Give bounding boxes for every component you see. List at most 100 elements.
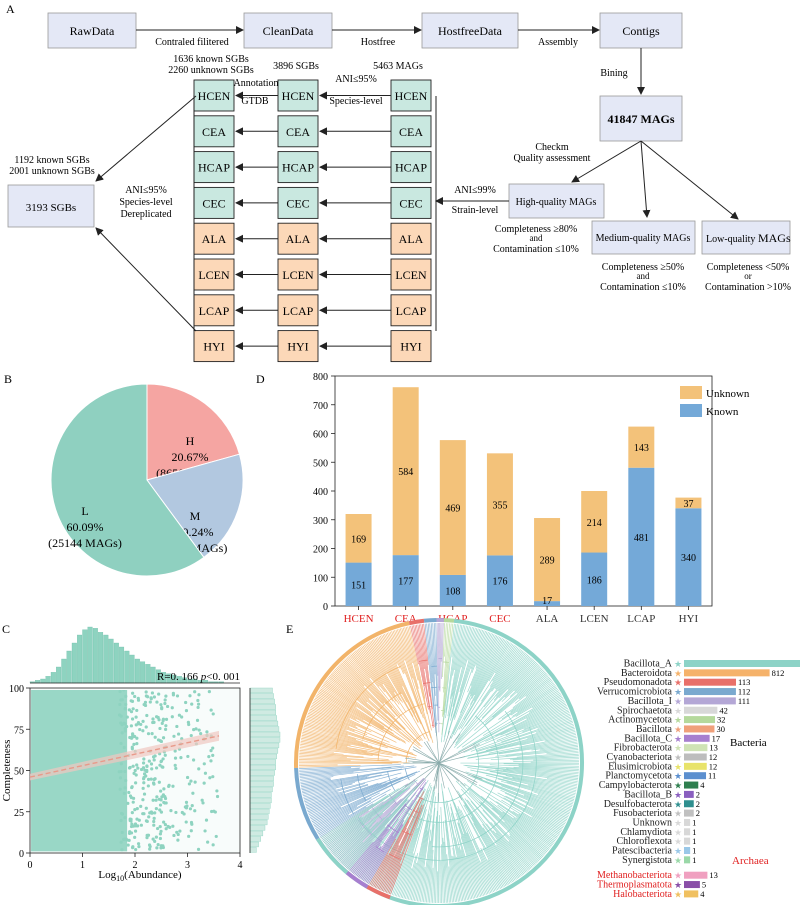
scatter-point: [167, 784, 171, 789]
group-label-annotated-lcen: LCEN: [198, 268, 230, 282]
scatter-point: [151, 720, 155, 725]
tree-branch: [492, 645, 516, 682]
scatter-point: [128, 735, 132, 740]
tree-branch: [304, 723, 388, 749]
tree-branch: [314, 697, 357, 720]
scatter-point: [133, 829, 138, 833]
tree-branch: [373, 791, 425, 887]
tree-branch: [482, 847, 504, 888]
scatter-point: [133, 822, 138, 826]
tree-branch: [310, 705, 357, 727]
phylum-count-cyanobacteriota: 12: [709, 752, 718, 762]
tree-branch: [363, 644, 395, 693]
tree-branch: [419, 866, 426, 902]
scatter-y-tick-label-75: 75: [14, 725, 24, 736]
tree-branch: [380, 830, 409, 891]
tree-branch: [484, 672, 547, 726]
phylum-name-patescibacteria: Patescibacteria: [612, 846, 673, 857]
scatter-point: [164, 827, 168, 831]
scatter-point: [158, 824, 162, 829]
top-histogram-bar: [119, 646, 125, 684]
phylum-star-icon: ★: [674, 837, 682, 847]
scatter-point: [136, 721, 141, 725]
scatter-point: [127, 790, 131, 795]
scatter-point: [201, 801, 205, 805]
tree-branch: [497, 778, 575, 800]
lq-criteria-3: Contamination >10%: [705, 282, 791, 293]
top-histogram-bar: [145, 664, 151, 684]
tree-branch: [486, 768, 578, 782]
tree-root-spoke: [420, 762, 440, 770]
tree-branch: [347, 656, 393, 709]
tree-branch: [310, 785, 388, 820]
scatter-point: [190, 804, 194, 808]
tree-branch: [299, 767, 352, 771]
tree-branch: [314, 698, 360, 723]
right-histogram-bar: [249, 742, 280, 749]
right-histogram-bar: [249, 731, 281, 738]
scatter-point: [185, 775, 190, 780]
tree-branch: [413, 784, 436, 901]
phylum-name-chlamydiota: Chlamydiota: [620, 827, 672, 838]
pie-slice-h: [146, 383, 241, 481]
right-histogram-bar: [249, 698, 275, 705]
tree-branch: [527, 725, 574, 739]
tree-branch: [447, 628, 481, 733]
scatter-point: [154, 766, 159, 770]
scatter-point: [146, 784, 150, 788]
tree-branch: [412, 820, 429, 901]
tree-branch: [510, 755, 579, 760]
tree-branch: [299, 746, 373, 756]
scatter-point: [184, 820, 188, 824]
tree-branch: [303, 727, 368, 745]
right-histogram-bar: [249, 753, 277, 760]
tree-branch: [407, 862, 417, 900]
tree-branch: [362, 786, 424, 881]
panel-label-d: D: [256, 372, 265, 386]
lq-criteria-1: Completeness <50%: [707, 262, 790, 273]
tree-branch: [320, 687, 394, 735]
tree-branch: [313, 792, 380, 827]
tree-branch: [323, 683, 393, 731]
tree-branch: [525, 677, 551, 697]
tree-branch: [359, 846, 382, 879]
tree-branch: [312, 701, 397, 743]
tree-branch: [458, 800, 506, 887]
scatter-point: [192, 758, 196, 762]
scatter-point: [120, 731, 124, 735]
scatter-point: [150, 732, 154, 736]
top-histogram-bar: [108, 638, 114, 684]
top-histogram-bar: [113, 642, 119, 684]
tree-branch: [372, 798, 421, 887]
known-sgbs-1192-label: 1192 known SGBs: [14, 155, 89, 166]
phylum-star-icon: ★: [674, 762, 682, 772]
tree-branch: [478, 765, 579, 773]
scatter-point: [195, 718, 200, 722]
tree-branch: [467, 767, 578, 785]
lq-label-part2: MAGs: [758, 231, 791, 245]
tree-branch: [518, 675, 549, 700]
tree-branch: [410, 625, 419, 665]
right-histogram-bar: [249, 709, 276, 716]
tree-branch: [299, 760, 399, 763]
tree-branch: [415, 830, 429, 902]
group-label-sgbs-ala: ALA: [286, 232, 311, 246]
tree-branch: [452, 847, 462, 902]
tree-branch: [455, 655, 530, 744]
scatter-point: [185, 804, 189, 808]
step-hostfree-label: Hostfree: [361, 37, 396, 48]
tree-branch: [460, 788, 531, 870]
tree-branch: [418, 815, 432, 902]
group-label-sgbs-hcen: HCEN: [282, 89, 315, 103]
derep-ani-label: ANI≤95%: [125, 185, 167, 196]
scatter-point: [144, 690, 148, 694]
tree-branch: [446, 854, 452, 903]
phylum-bar-fibrobacterota: [684, 744, 708, 752]
group-label-mags-lcap: LCAP: [396, 304, 427, 318]
tree-branch: [339, 817, 385, 862]
tree-branch: [401, 627, 419, 689]
scatter-point: [131, 733, 135, 737]
tree-branch: [417, 624, 425, 670]
tree-branch: [480, 849, 500, 890]
tree-branch: [333, 805, 390, 856]
